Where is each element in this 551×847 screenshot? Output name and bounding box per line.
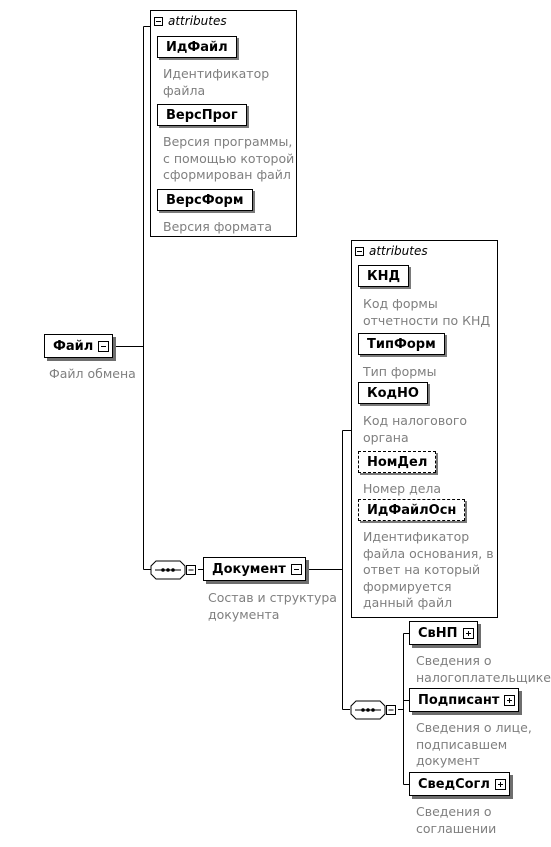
document-attributes-group: attributes xyxy=(351,240,498,618)
document-attributes-header-label: attributes xyxy=(369,244,428,258)
minus-box-icon[interactable] xyxy=(98,340,110,352)
attribute-name: ВерсФорм xyxy=(166,192,244,208)
document-attributes-header[interactable]: attributes xyxy=(355,244,428,258)
attribute-name: ИдФайлОсн xyxy=(367,502,457,518)
attribute-kodno[interactable]: КодНО xyxy=(358,382,428,404)
minus-box-icon[interactable] xyxy=(355,246,364,256)
attribute-idfileosn[interactable]: ИдФайлОсн xyxy=(358,499,466,521)
attribute-name: КодНО xyxy=(367,385,419,401)
element-svnp[interactable]: СвНП xyxy=(409,621,478,645)
element-description: Файл обмена xyxy=(49,366,136,381)
attribute-description: Тип формы xyxy=(363,364,437,379)
attribute-description: Версия программы, с помощью которой сфор… xyxy=(163,134,295,182)
minus-box-icon[interactable] xyxy=(154,16,163,26)
file-attributes-header[interactable]: attributes xyxy=(154,14,227,28)
attribute-versprog[interactable]: ВерсПрог xyxy=(157,104,247,126)
element-name: СведСогл xyxy=(418,776,490,792)
attribute-name: ИдФайл xyxy=(166,39,228,55)
element-description: Сведения о лице, подписавшем документ xyxy=(416,720,532,768)
sequence-compositor-icon[interactable] xyxy=(350,700,396,720)
attribute-idfile[interactable]: ИдФайл xyxy=(157,36,237,58)
plus-box-icon[interactable] xyxy=(504,694,516,706)
element-name: Подписант xyxy=(418,692,500,708)
attribute-tipform[interactable]: ТипФорм xyxy=(358,333,445,355)
plus-box-icon[interactable] xyxy=(494,778,506,790)
element-name: Файл xyxy=(53,338,94,354)
element-description: Сведения о налогоплательщике xyxy=(416,653,551,685)
element-name: Документ xyxy=(212,561,286,577)
attribute-description: Идентификатор файла основания, в ответ н… xyxy=(363,529,494,610)
attribute-description: Идентификатор файла xyxy=(163,66,270,98)
attribute-name: ТипФорм xyxy=(367,336,436,352)
attribute-description: Код формы отчетности по КНД xyxy=(363,296,491,328)
attribute-versform[interactable]: ВерсФорм xyxy=(157,189,253,211)
attribute-description: Версия формата xyxy=(163,219,272,234)
sequence-compositor-icon[interactable] xyxy=(150,560,196,580)
attribute-nomdel[interactable]: НомДел xyxy=(358,451,437,473)
element-document[interactable]: Документ xyxy=(203,557,306,581)
attribute-name: КНД xyxy=(367,268,401,284)
element-name: СвНП xyxy=(418,625,458,641)
element-description: Сведения о соглашении xyxy=(416,804,497,836)
attribute-description: Код налогового органа xyxy=(363,413,468,445)
attribute-knd[interactable]: КНД xyxy=(358,265,410,287)
element-podpisant[interactable]: Подписант xyxy=(409,688,520,712)
element-svedsogl[interactable]: СведСогл xyxy=(409,772,510,796)
minus-box-icon[interactable] xyxy=(290,563,302,575)
attribute-name: ВерсПрог xyxy=(166,107,238,123)
plus-box-icon[interactable] xyxy=(462,627,474,639)
element-file[interactable]: Файл xyxy=(44,334,114,358)
attribute-description: Номер дела xyxy=(363,481,442,496)
attribute-name: НомДел xyxy=(367,454,428,470)
file-attributes-header-label: attributes xyxy=(168,14,227,28)
element-description: Состав и структура документа xyxy=(208,590,337,622)
